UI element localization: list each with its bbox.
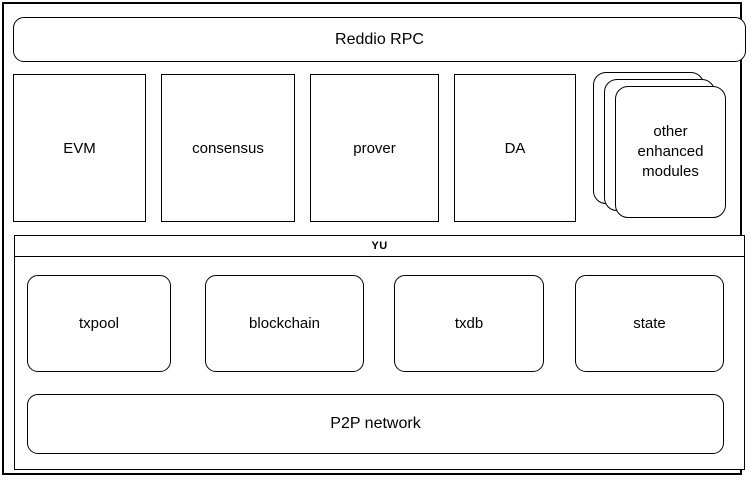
module-box-evm[interactable]: EVM [13, 74, 146, 222]
module-box-da[interactable]: DA [454, 74, 576, 222]
stack-label-line-2: enhanced [637, 142, 704, 160]
module-box-prover[interactable]: prover [310, 74, 439, 222]
service-box-txdb[interactable]: txdb [394, 275, 544, 372]
service-box-state[interactable]: state [575, 275, 724, 372]
stack-label: other enhanced modules [638, 122, 704, 183]
module-box-consensus[interactable]: consensus [161, 74, 295, 222]
stack-label-line-1: other [653, 122, 688, 140]
service-box-blockchain[interactable]: blockchain [205, 275, 364, 372]
diagram-outer-frame: Reddio RPC EVM consensus prover DA other… [2, 2, 746, 475]
stack-label-line-3: modules [642, 163, 699, 181]
rpc-layer-box[interactable]: Reddio RPC [13, 17, 746, 62]
p2p-network-box[interactable]: P2P network [27, 394, 724, 454]
stack-card-front[interactable]: other enhanced modules [615, 86, 726, 218]
service-box-txpool[interactable]: txpool [27, 275, 171, 372]
yu-layer-title: YU [15, 236, 744, 257]
module-stack-other-enhanced[interactable]: other enhanced modules [593, 72, 745, 224]
